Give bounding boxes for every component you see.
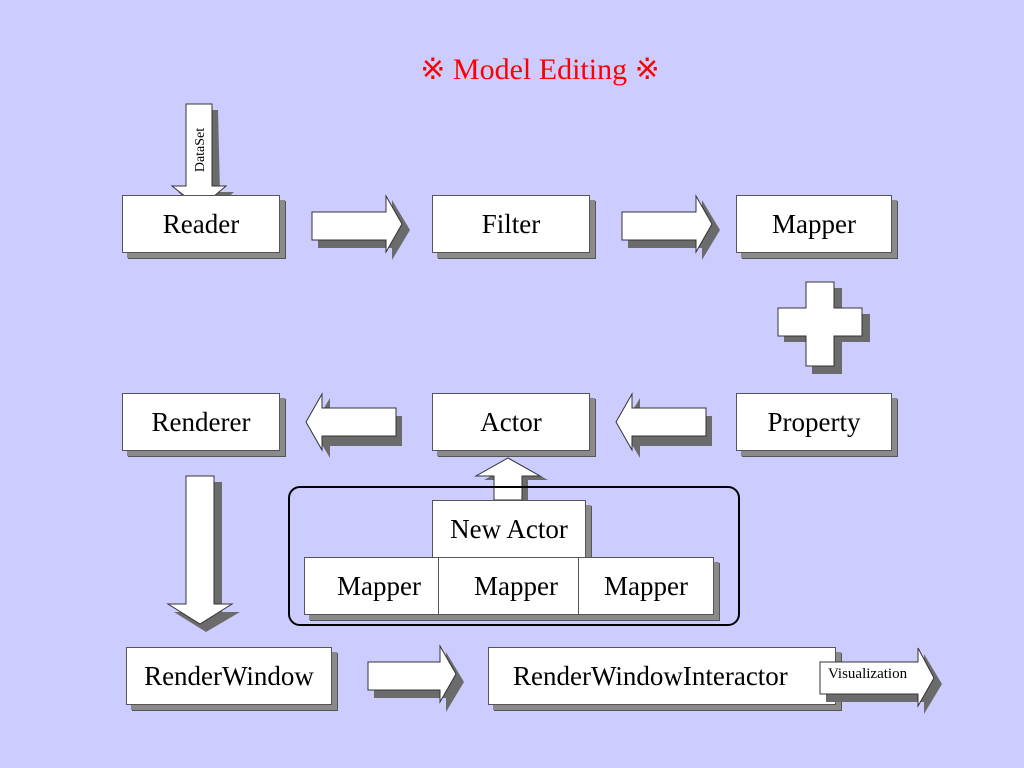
render-window-interactor-node: RenderWindowInteractor [488,647,836,705]
arrow-newactor-to-actor [474,457,548,504]
mapper-node-2: Mapper [438,557,594,615]
arrow-reader-to-filter [311,194,410,260]
page-title: ※ Model Editing ※ [420,53,660,86]
arrow-renderer-to-renderwindow [166,475,240,632]
renderer-node: Renderer [122,393,280,451]
visualization-label: Visualization [828,666,908,682]
render-window-node: RenderWindow [126,647,332,705]
filter-node: Filter [432,195,590,253]
mapper-node-3: Mapper [578,557,714,615]
dataset-label: DataSet [193,127,208,173]
new-actor-node: New Actor [432,500,586,558]
arrow-property-to-actor [615,392,712,458]
arrow-filter-to-mapper [621,194,720,260]
new-actor-group [288,486,740,626]
property-node: Property [736,393,892,451]
arrow-renderwindow-to-interactor [367,644,464,712]
plus-icon [777,281,870,374]
actor-node: Actor [432,393,590,451]
reader-node: Reader [122,195,280,253]
mapper-node: Mapper [736,195,892,253]
arrow-actor-to-renderer [305,392,402,458]
mapper-node-1: Mapper [304,557,454,615]
